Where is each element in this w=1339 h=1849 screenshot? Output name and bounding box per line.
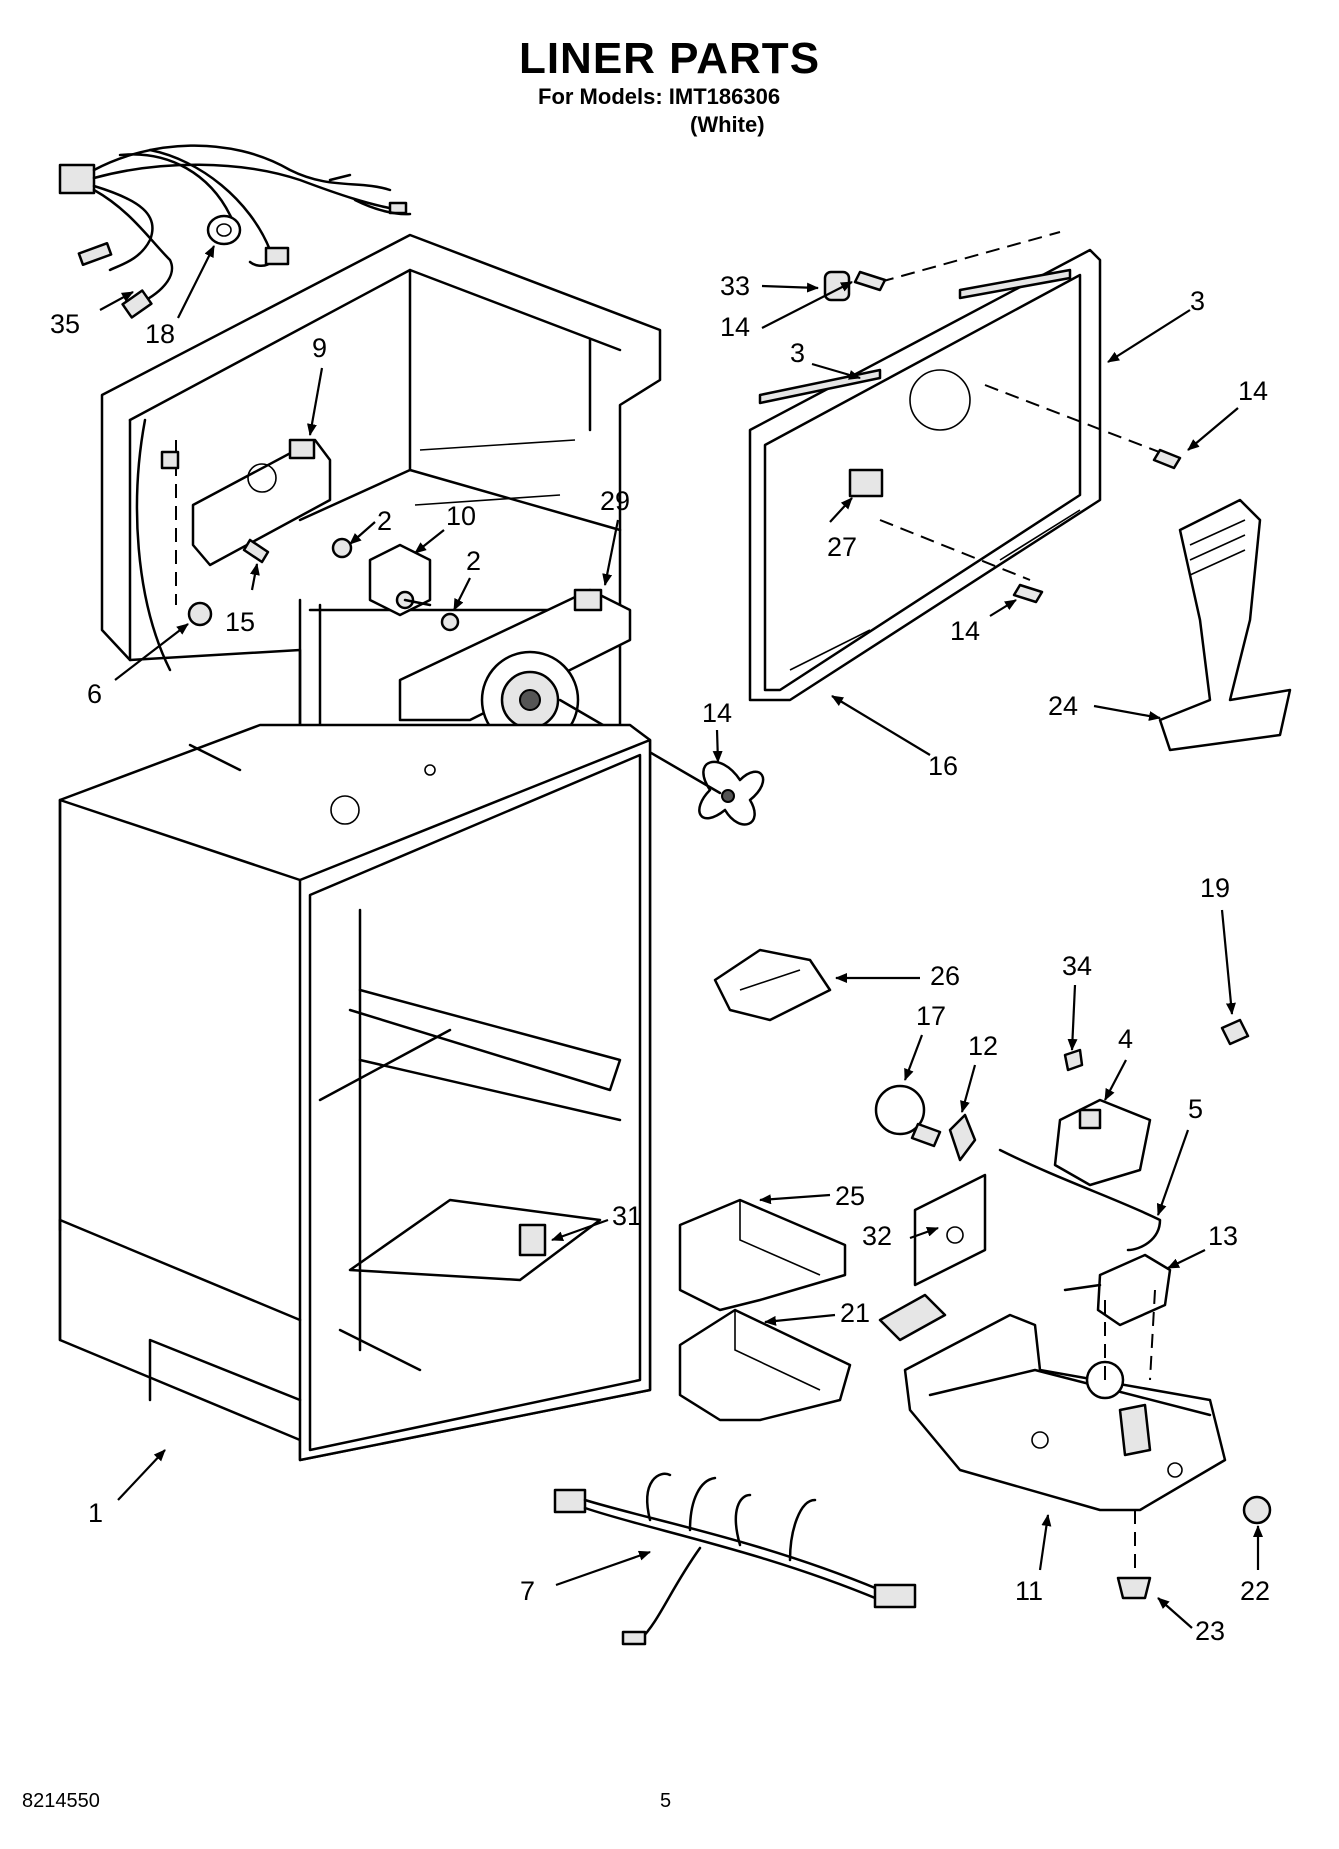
dashed-guide-32 xyxy=(879,231,1061,283)
part-10-control xyxy=(368,543,432,617)
part-24-cover xyxy=(678,1198,847,1312)
callout-17: 17 xyxy=(916,1001,946,1031)
part-17-bulb xyxy=(874,1084,942,1148)
callout-3a: 3 xyxy=(790,338,805,368)
callout-2a: 2 xyxy=(377,506,392,536)
callout-10: 10 xyxy=(446,501,476,531)
callout-2b: 2 xyxy=(466,546,481,576)
part-22-knob xyxy=(1242,1495,1272,1525)
part-34-cap xyxy=(518,1223,547,1257)
models-line: For Models: IMT186306 xyxy=(538,84,781,109)
callout-21: 21 xyxy=(840,1298,870,1328)
callout-33: 34 xyxy=(1062,951,1092,981)
callout-8: 12 xyxy=(968,1031,998,1061)
callout-13: 13 xyxy=(1208,1221,1238,1251)
part-31-bracket xyxy=(913,1173,987,1287)
callout-4: 4 xyxy=(1118,1024,1133,1054)
part-3-seal-top xyxy=(958,268,1072,300)
callout-25: 23 xyxy=(1195,1616,1225,1646)
callout-15: 15 xyxy=(225,607,255,637)
callout-35: 35 xyxy=(50,309,80,339)
part-19-switch xyxy=(1220,1018,1250,1046)
part-2-screw-a xyxy=(331,537,353,559)
part-7-wiring-harness xyxy=(553,1472,917,1646)
callout-9: 9 xyxy=(312,333,327,363)
callout-14c: 14 xyxy=(950,616,980,646)
part-14-screw-a xyxy=(853,270,887,292)
part-14-screw-c xyxy=(1012,583,1044,604)
callout-27: 27 xyxy=(827,532,857,562)
callout-24: 25 xyxy=(835,1181,865,1211)
part-5-tube xyxy=(998,1148,1162,1252)
callout-18: 18 xyxy=(145,319,175,349)
label-card xyxy=(878,1293,947,1342)
part-4-control-box xyxy=(1053,1098,1152,1187)
part-8-socket xyxy=(948,1113,977,1162)
part-2-screw-b xyxy=(440,612,460,632)
callout-7: 7 xyxy=(520,1576,535,1606)
page-title: LINER PARTS xyxy=(518,34,821,83)
part-16-divider-panel xyxy=(748,248,1102,702)
part-12-control-housing xyxy=(903,1313,1227,1512)
callout-11: 14 xyxy=(702,698,732,728)
callout-14b: 14 xyxy=(1238,376,1268,406)
wiring-harness-upper xyxy=(58,144,412,319)
callout-14a: 14 xyxy=(720,312,750,342)
page-number: 5 xyxy=(660,1790,672,1812)
doc-number: 8214550 xyxy=(22,1790,100,1812)
part-6-plug xyxy=(187,601,213,627)
callout-23: 24 xyxy=(1048,691,1078,721)
connector-small xyxy=(160,450,180,470)
part-33-screw xyxy=(1063,1048,1084,1072)
callout-3b: 3 xyxy=(1190,286,1205,316)
part-15-screw xyxy=(242,538,270,564)
callout-6: 6 xyxy=(87,679,102,709)
callout-12: 11 xyxy=(1015,1576,1043,1606)
callout-32: 33 xyxy=(720,271,750,301)
callout-16: 16 xyxy=(928,751,958,781)
color-note: (White) xyxy=(690,112,765,137)
callout-29: 29 xyxy=(600,486,630,516)
part-25-grommet xyxy=(1116,1576,1152,1600)
part-23-air-duct xyxy=(1158,498,1292,752)
callout-34: 31 xyxy=(612,1201,642,1231)
callouts: 35 18 9 2 10 2 15 6 29 14 33 14 3 3 14 2… xyxy=(50,245,1270,1646)
callout-22: 22 xyxy=(1240,1576,1270,1606)
part-21-duct-cover xyxy=(678,1308,852,1422)
callout-26: 26 xyxy=(930,961,960,991)
part-9-bracket xyxy=(191,438,332,567)
callout-19: 19 xyxy=(1200,873,1230,903)
callout-1: 1 xyxy=(88,1498,103,1528)
callout-5: 5 xyxy=(1188,1094,1203,1124)
wire-run xyxy=(135,418,172,672)
part-13-thermostat xyxy=(1063,1253,1172,1381)
dashed-guide-14b xyxy=(879,519,1031,581)
part-1-fresh-food-liner xyxy=(58,723,652,1462)
callout-31: 32 xyxy=(862,1221,892,1251)
part-14-screw-b xyxy=(1152,448,1182,470)
part-26-light-housing xyxy=(713,948,832,1022)
dashed-guide-14a xyxy=(984,384,1181,461)
